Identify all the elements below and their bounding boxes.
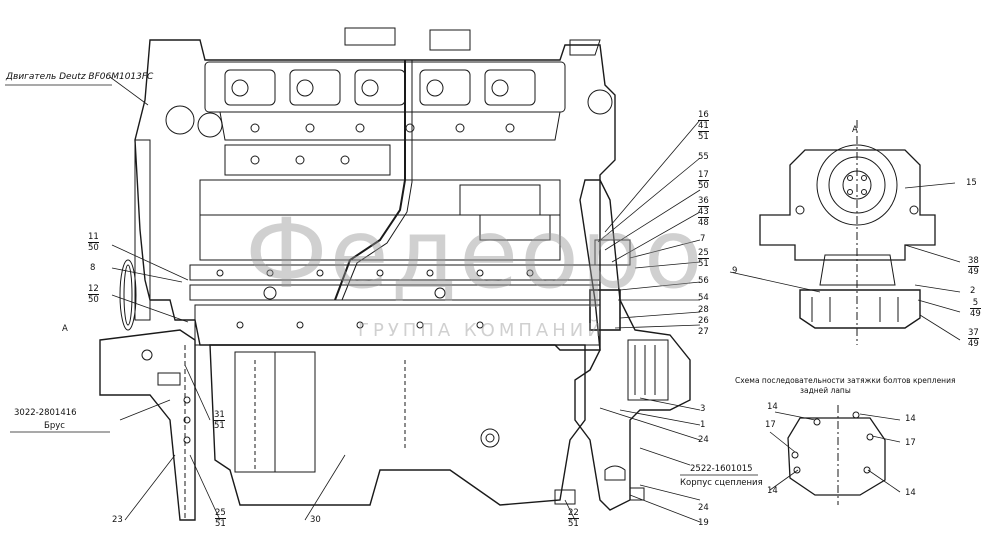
callout-num: 5 <box>970 298 981 309</box>
oil-pan <box>209 344 586 506</box>
scheme-14c: 14 <box>767 486 778 496</box>
callout-num: 51 <box>568 519 579 529</box>
callout-24a: 24 <box>698 435 709 445</box>
scheme-17a: 17 <box>765 420 776 430</box>
scheme-note-line1: Схема последовательности затяжки болтов … <box>735 376 956 385</box>
callout-num: 17 <box>698 170 709 181</box>
callout-num: 51 <box>698 259 709 269</box>
callout-num: 12 <box>88 284 99 295</box>
scheme-14a: 14 <box>767 402 778 412</box>
callout-num: 51 <box>215 519 226 529</box>
callout-17-50: 17 50 <box>698 170 709 191</box>
callout-27: 27 <box>698 327 709 337</box>
callout-24b: 24 <box>698 503 709 513</box>
callout-3: 3 <box>700 404 706 414</box>
callout-num: 50 <box>88 243 99 253</box>
engine-block <box>119 27 616 351</box>
callout-31-51: 31 51 <box>214 410 225 431</box>
beam-part-number: 3022-2801416 <box>14 408 77 418</box>
callout-2: 2 <box>970 286 976 296</box>
callout-num: 31 <box>214 410 225 421</box>
callout-54: 54 <box>698 293 709 303</box>
callout-30: 30 <box>310 515 321 525</box>
callout-num: 43 <box>698 207 709 218</box>
leader-lines <box>5 76 961 523</box>
clutch-name: Корпус сцепления <box>680 478 763 488</box>
callout-7: 7 <box>700 234 706 244</box>
callout-num: 36 <box>698 196 709 207</box>
callout-25-51b: 25 51 <box>215 508 226 529</box>
callout-num: 25 <box>215 508 226 519</box>
callout-num: 49 <box>968 339 979 349</box>
callout-37-49: 37 49 <box>968 328 979 349</box>
callout-num: 49 <box>968 267 979 277</box>
callout-num: 38 <box>968 256 979 267</box>
callout-19: 19 <box>698 518 709 528</box>
callout-num: 48 <box>698 218 709 228</box>
clutch-housing <box>554 179 691 511</box>
callout-1: 1 <box>700 420 706 430</box>
view-a-mount <box>759 120 936 345</box>
tightening-scheme <box>787 405 886 505</box>
callout-56: 56 <box>698 276 709 286</box>
callout-num: 25 <box>698 248 709 259</box>
callout-22-51: 22 51 <box>568 508 579 529</box>
callout-num: 50 <box>698 181 709 191</box>
callout-num: 51 <box>698 132 709 142</box>
callout-55: 55 <box>698 152 709 162</box>
callout-num: 41 <box>698 121 709 132</box>
scheme-14d: 14 <box>905 488 916 498</box>
scheme-14b: 14 <box>905 414 916 424</box>
view-letter-left: A <box>62 324 68 334</box>
callout-num: 11 <box>88 232 99 243</box>
callout-8: 8 <box>90 263 96 273</box>
callout-11-50: 11 50 <box>88 232 99 253</box>
callout-25-51: 25 51 <box>698 248 709 269</box>
callout-num: 16 <box>698 110 709 121</box>
callout-12-50: 12 50 <box>88 284 99 305</box>
callout-38-49: 38 49 <box>968 256 979 277</box>
callout-26: 26 <box>698 316 709 326</box>
beam-name: Брус <box>44 421 65 431</box>
callout-9: 9 <box>732 266 738 276</box>
callout-28: 28 <box>698 305 709 315</box>
scheme-note-line2: задней лапы <box>800 386 851 395</box>
watermark-subtitle: ГРУППА КОМПАНИЙ <box>358 320 605 341</box>
view-letter-right: A <box>852 125 858 135</box>
callout-num: 51 <box>214 421 225 431</box>
watermark-logo: Федеоро <box>245 198 705 310</box>
callout-36-43-48: 36 43 48 <box>698 196 709 228</box>
callout-num: 50 <box>88 295 99 305</box>
callout-15: 15 <box>966 178 977 188</box>
callout-23: 23 <box>112 515 123 525</box>
front-beam <box>99 329 196 521</box>
callout-5-49: 5 49 <box>970 298 981 319</box>
callout-num: 49 <box>970 309 981 319</box>
callout-num: 22 <box>568 508 579 519</box>
callout-16-41-51: 16 41 51 <box>698 110 709 142</box>
clutch-part-number: 2522-1601015 <box>690 464 753 474</box>
callout-num: 37 <box>968 328 979 339</box>
engine-label: Двигатель Deutz BF06M1013FC <box>6 72 154 82</box>
scheme-17b: 17 <box>905 438 916 448</box>
